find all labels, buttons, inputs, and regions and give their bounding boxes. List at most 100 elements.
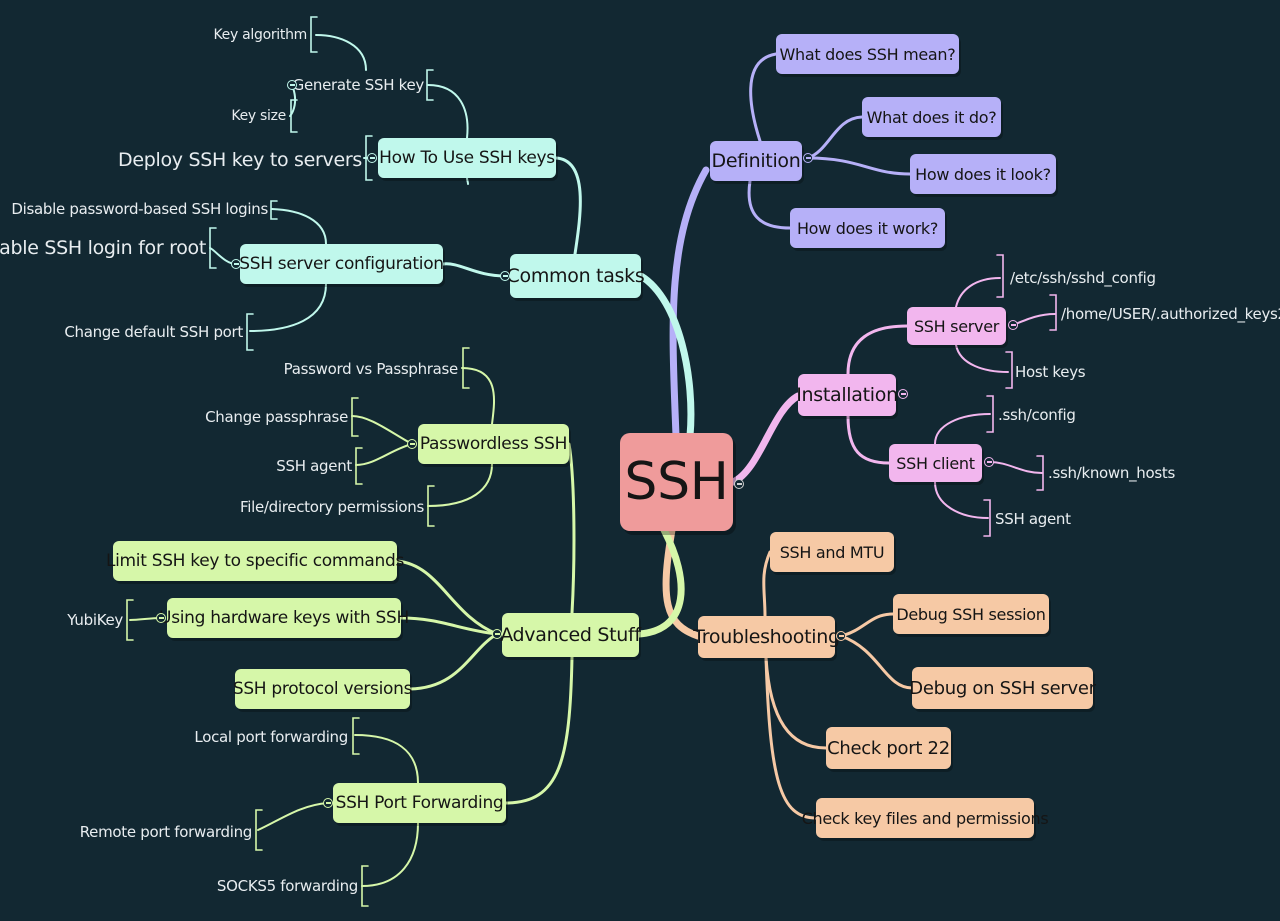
collapse-icon-common-tasks[interactable] (500, 271, 510, 281)
collapse-icon-installation[interactable] (898, 389, 908, 399)
definition-node[interactable]: Definition (710, 141, 802, 181)
ssh-agent-client-label[interactable]: SSH agent (995, 510, 1071, 528)
bracket-generate (426, 69, 434, 101)
bracket-remote (255, 809, 263, 851)
link-adv-protocol (408, 632, 499, 691)
link-ts-mtu (762, 550, 772, 618)
link-def-do (806, 115, 864, 160)
installation-node[interactable]: Installation (796, 374, 898, 416)
troubleshooting-debug-session[interactable]: Debug SSH session (893, 594, 1049, 634)
collapse-icon-ssh-server[interactable] (1008, 320, 1018, 330)
link-keys-tail (466, 177, 469, 185)
collapse-icon-definition[interactable] (803, 153, 813, 163)
collapse-icon-hardware-keys[interactable] (156, 613, 166, 623)
troubleshooting-check-key-files[interactable]: Check key files and permissions (802, 798, 1049, 838)
definition-how-does-it-look[interactable]: How does it look? (910, 154, 1056, 194)
link-ts-debug-session (839, 612, 895, 638)
remote-port-forwarding-label[interactable]: Remote port forwarding (79, 823, 253, 841)
local-port-forwarding-label[interactable]: Local port forwarding (194, 728, 348, 746)
bracket-yubikey (126, 599, 134, 641)
root-node-ssh[interactable]: SSH (620, 433, 733, 531)
bracket-hostkeys (1005, 351, 1013, 389)
link-adv-limit (395, 559, 499, 636)
collapse-icon-ssh-client[interactable] (984, 457, 994, 467)
link-fwd-socks (361, 822, 419, 887)
troubleshooting-ssh-mtu[interactable]: SSH and MTU (770, 532, 894, 572)
ssh-agent-label[interactable]: SSH agent (276, 457, 352, 475)
bracket-keysize (290, 99, 298, 133)
bracket-local (352, 717, 360, 755)
collapse-icon-ssh[interactable] (734, 479, 744, 489)
socks5-forwarding-label[interactable]: SOCKS5 forwarding (216, 877, 358, 895)
link-pw-change (351, 415, 413, 445)
ssh-port-forwarding-node[interactable]: SSH Port Forwarding (333, 783, 506, 823)
definition-how-does-it-work[interactable]: How does it work? (790, 208, 945, 248)
installation-ssh-client[interactable]: SSH client (889, 444, 982, 482)
bracket-pw-perms (427, 485, 435, 527)
collapse-icon-port-forwarding[interactable] (323, 798, 333, 808)
hardware-keys-node[interactable]: Using hardware keys with SSH (159, 598, 409, 638)
link-pw-perms (427, 463, 493, 507)
collapse-icon-how-to-use-keys[interactable] (367, 153, 377, 163)
troubleshooting-debug-server[interactable]: Debug on SSH server (909, 667, 1096, 709)
link-ts-keyfiles (764, 656, 818, 820)
installation-ssh-server[interactable]: SSH server (907, 307, 1006, 345)
link-def-look (806, 156, 912, 176)
common-tasks-node[interactable]: Common tasks (507, 254, 645, 298)
passwordless-ssh-node[interactable]: Passwordless SSH (418, 424, 569, 464)
disable-password-logins-label[interactable]: Disable password-based SSH logins (11, 200, 268, 218)
bracket-pw-agent (355, 447, 363, 485)
link-adv-hardware (399, 616, 499, 636)
advanced-stuff-node[interactable]: Advanced Stuff (500, 613, 641, 657)
link-server-authkeys (1012, 313, 1056, 326)
definition-what-does-it-do[interactable]: What does it do? (862, 97, 1001, 137)
collapse-icon-troubleshooting[interactable] (836, 631, 846, 641)
link-config-disable-pw (271, 208, 327, 245)
bracket-disable-pw (270, 200, 278, 220)
disable-root-login-label[interactable]: Disable SSH login for root (0, 237, 206, 259)
bracket-root (209, 227, 217, 269)
link-gen-algo (315, 34, 367, 71)
link-ts-debug-server (839, 634, 914, 690)
bracket-pw-change (351, 397, 359, 437)
bracket-agent (983, 499, 991, 537)
link-server-sshd (955, 277, 1001, 308)
how-to-use-ssh-keys-node[interactable]: How To Use SSH keys (378, 138, 556, 178)
link-installation (729, 392, 802, 486)
known-hosts-label[interactable]: .ssh/known_hosts (1048, 464, 1175, 482)
collapse-icon-generate-key[interactable] (287, 80, 297, 90)
troubleshooting-node[interactable]: Troubleshooting (693, 616, 840, 658)
key-size-label[interactable]: Key size (231, 108, 286, 124)
ssh-server-configuration-node[interactable]: SSH server configuration (239, 244, 444, 284)
change-ssh-port-label[interactable]: Change default SSH port (64, 323, 243, 341)
collapse-icon-advanced[interactable] (492, 629, 502, 639)
change-passphrase-label[interactable]: Change passphrase (205, 408, 348, 426)
host-keys-label[interactable]: Host keys (1015, 363, 1086, 381)
link-client-config (934, 413, 991, 445)
link-client-known (988, 461, 1043, 474)
limit-ssh-key-node[interactable]: Limit SSH key to specific commands (106, 541, 404, 581)
bracket-known (1036, 455, 1044, 491)
bracket-algo (310, 16, 318, 53)
yubikey-label[interactable]: YubiKey (67, 611, 123, 629)
key-algorithm-label[interactable]: Key algorithm (213, 27, 308, 43)
link-config-port (249, 283, 327, 332)
link-keys-generate (427, 84, 469, 139)
troubleshooting-check-port[interactable]: Check port 22 (826, 727, 951, 769)
password-vs-passphrase-label[interactable]: Password vs Passphrase (283, 360, 459, 378)
collapse-icon-server-config[interactable] (231, 259, 241, 269)
sshd-config-label[interactable]: /etc/ssh/sshd_config (1010, 269, 1156, 287)
collapse-icon-passwordless[interactable] (407, 439, 417, 449)
file-permissions-label[interactable]: File/directory permissions (240, 498, 424, 516)
link-inst-server (846, 324, 909, 376)
link-adv-passwordless (567, 442, 576, 615)
link-pw-vs (461, 367, 496, 425)
ssh-config-label[interactable]: .ssh/config (998, 406, 1076, 424)
generate-ssh-key-label[interactable]: Generate SSH key (292, 76, 425, 94)
ssh-protocol-versions-node[interactable]: SSH protocol versions (233, 669, 412, 709)
deploy-ssh-key-label[interactable]: Deploy SSH key to servers (118, 149, 362, 171)
link-def-mean (749, 52, 778, 143)
definition-what-does-ssh-mean[interactable]: What does SSH mean? (776, 34, 959, 74)
authorized-keys-label[interactable]: /home/USER/.authorized_keys2 (1061, 305, 1280, 323)
